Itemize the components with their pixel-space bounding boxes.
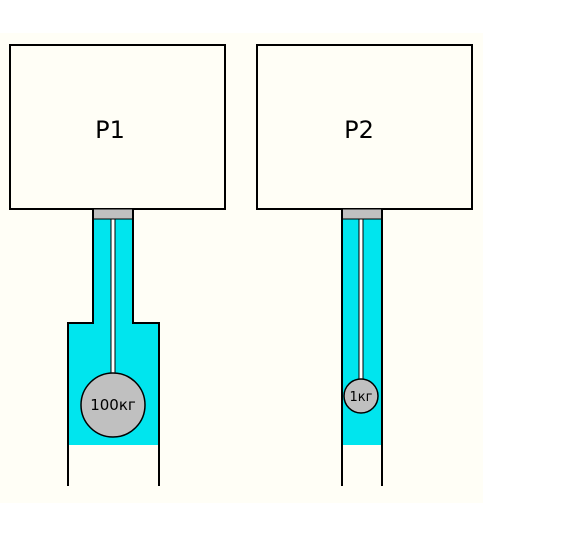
right-rod [358,218,364,383]
left-pressure-chamber [9,44,226,210]
right-apparatus: P2 1кг [256,44,473,486]
left-piston [92,208,134,220]
right-weight-label: 1кг [350,390,373,405]
left-rod [110,218,116,375]
left-weight-label: 100кг [90,396,136,414]
left-chamber-label: P1 [95,116,125,144]
right-tube-wall [341,209,383,486]
right-piston [341,208,383,220]
left-weight [80,372,146,438]
left-tube-wall [67,209,160,486]
left-apparatus: P1 100кг [9,44,226,486]
right-chamber-label: P2 [344,116,374,144]
right-weight [343,378,379,414]
